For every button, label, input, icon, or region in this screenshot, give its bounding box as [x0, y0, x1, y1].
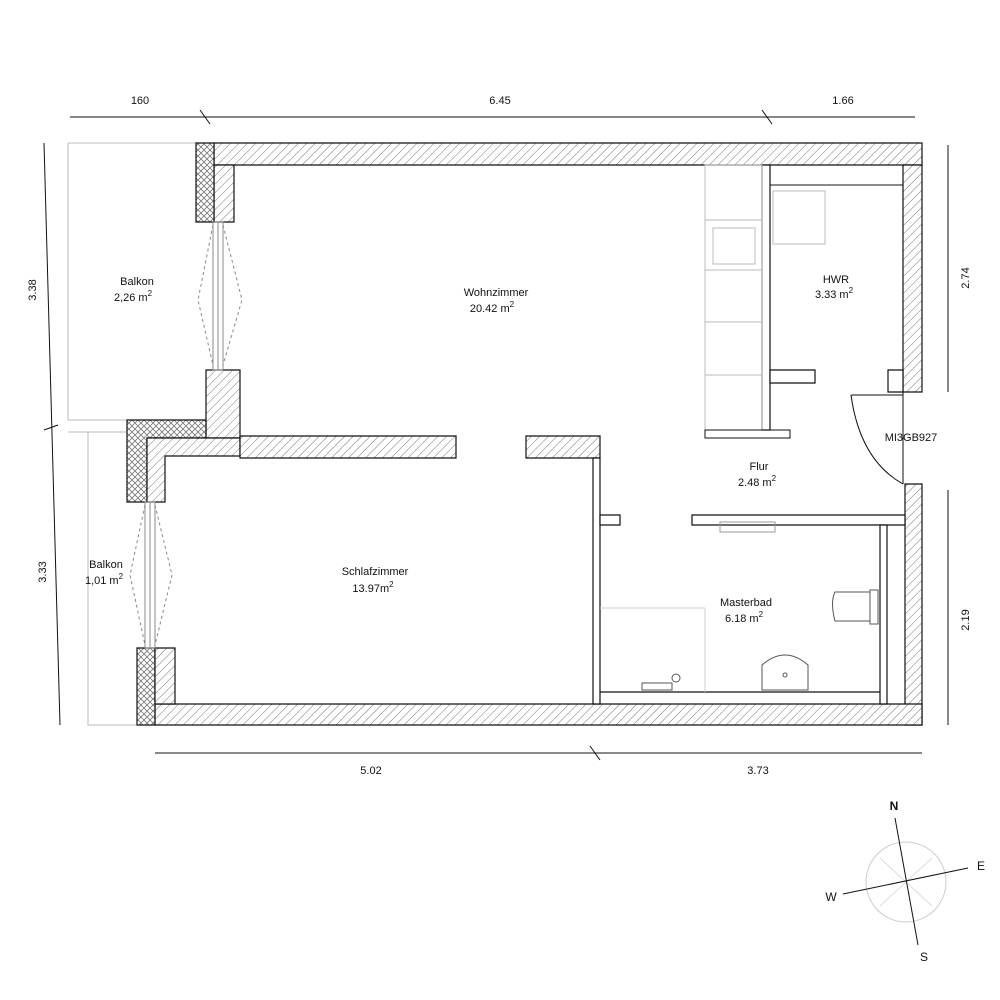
room-masterbad: Masterbad 6.18 m2: [720, 597, 772, 625]
insulation-bottom: [136, 647, 156, 726]
sink-icon: [761, 654, 809, 691]
room-area: 1,01 m2: [85, 572, 124, 587]
hwr-appliances: [770, 184, 903, 245]
compass-rose: N E S W: [825, 799, 985, 964]
room-area: 13.97m2: [352, 580, 394, 595]
wall-right-lower: [904, 483, 923, 726]
room-name: Schlafzimmer: [342, 566, 409, 578]
windows: [129, 221, 243, 649]
dimension-lines: [43, 109, 949, 761]
toilet-icon: [832, 591, 871, 622]
dim-right-1: 2.74: [960, 267, 972, 288]
dim-left-1: 3.38: [27, 279, 39, 300]
walls: [126, 142, 923, 726]
dim-top-3: 1.66: [832, 95, 853, 107]
room-name: Wohnzimmer: [464, 287, 529, 299]
wall-bath-left: [592, 457, 601, 705]
dim-bottom-1: 5.02: [360, 765, 381, 777]
room-name: Balkon: [89, 559, 123, 571]
dim-top-2: 6.45: [489, 95, 510, 107]
wall-left-step: [205, 369, 241, 439]
wall-bath-top-right: [691, 514, 906, 526]
dim-bottom-2: 3.73: [747, 765, 768, 777]
room-area: 2,26 m2: [114, 289, 153, 304]
compass-e: E: [977, 859, 985, 873]
wall-hwr-bottom-left: [769, 369, 816, 384]
wall-left-top: [213, 164, 235, 223]
room-name: Flur: [750, 461, 769, 473]
balcony-outlines: [67, 142, 196, 726]
room-wohnzimmer: Wohnzimmer 20.42 m2: [464, 287, 529, 315]
wall-bedroom-left-low: [154, 647, 176, 705]
wall-bath-top-left: [599, 514, 621, 526]
shower-fixture-icon: [641, 682, 673, 691]
door-code: MI3GB927: [885, 432, 938, 444]
room-area: 20.42 m2: [470, 300, 515, 315]
room-name: Masterbad: [720, 597, 772, 609]
room-balkon-bottom: Balkon 1,01 m2: [85, 559, 124, 587]
wall-bottom: [154, 703, 923, 726]
dim-right-2: 2.19: [960, 609, 972, 630]
wall-hwr-bottom-right: [887, 369, 904, 393]
wall-living-bedroom-right: [525, 435, 601, 459]
wall-living-bedroom: [239, 435, 457, 459]
room-area: 6.18 m2: [725, 610, 764, 625]
dim-left-2: 3.33: [37, 561, 49, 582]
wall-bedroom-left: [146, 437, 241, 503]
compass-n: N: [890, 799, 899, 813]
wall-hwr-left: [761, 164, 771, 431]
insulation-mid: [126, 419, 207, 503]
room-balkon-top: Balkon 2,26 m2: [114, 276, 154, 304]
room-hwr: HWR 3.33 m2: [815, 274, 854, 301]
insulation-top: [195, 142, 215, 223]
entry-door: [850, 392, 904, 485]
compass-w: W: [825, 890, 837, 904]
dim-top-1: 160: [131, 95, 149, 107]
room-flur: Flur 2.48 m2: [738, 461, 777, 489]
room-area: 2.48 m2: [738, 474, 777, 489]
room-name: Balkon: [120, 276, 154, 288]
wall-bath-right: [879, 524, 888, 705]
room-schlafzimmer: Schlafzimmer 13.97m2: [342, 566, 409, 595]
kitchen-counter: [704, 164, 791, 439]
compass-s: S: [920, 950, 928, 964]
wall-right-upper: [902, 164, 923, 393]
room-area: 3.33 m2: [815, 286, 854, 301]
room-name: HWR: [823, 274, 849, 286]
bath-fixtures: [600, 521, 879, 692]
wall-top: [213, 142, 923, 166]
